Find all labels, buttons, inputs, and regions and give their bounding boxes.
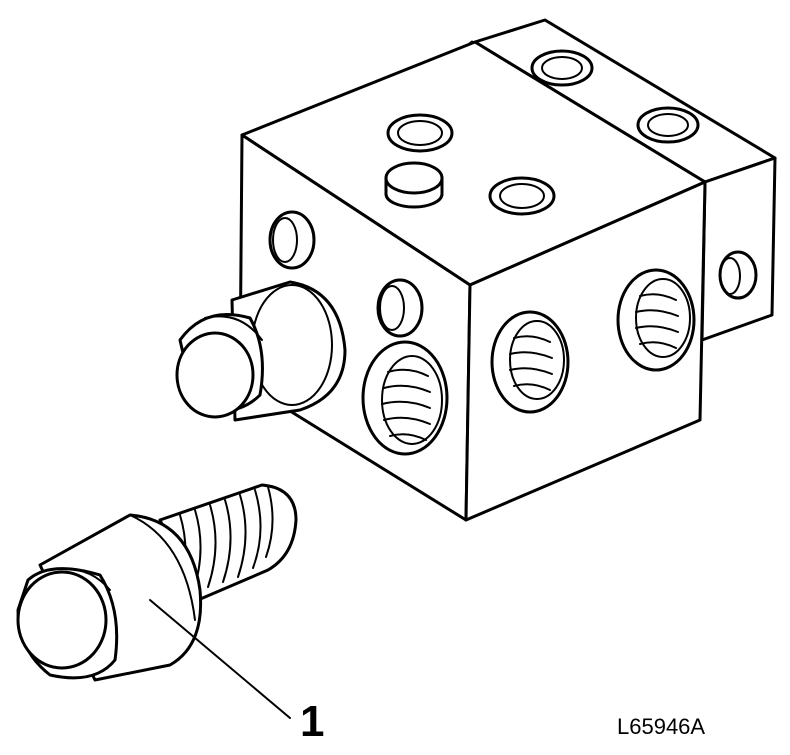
top-port-1 bbox=[386, 113, 454, 153]
rear-plug bbox=[718, 250, 758, 300]
main-valve-block bbox=[175, 40, 707, 522]
installed-cartridge bbox=[175, 280, 347, 422]
threaded-port-left bbox=[361, 340, 449, 456]
callout-number: 1 bbox=[300, 697, 325, 746]
side-plug-upper bbox=[268, 210, 316, 270]
callout-leader-line bbox=[149, 599, 291, 719]
top-plug bbox=[384, 161, 444, 209]
threaded-port-right-1 bbox=[490, 310, 570, 414]
figure-code: L65946A bbox=[617, 714, 706, 739]
threaded-port-right-2 bbox=[616, 268, 696, 372]
side-plug-lower bbox=[376, 278, 424, 338]
removed-cartridge bbox=[16, 483, 298, 682]
top-port-2 bbox=[488, 176, 556, 216]
